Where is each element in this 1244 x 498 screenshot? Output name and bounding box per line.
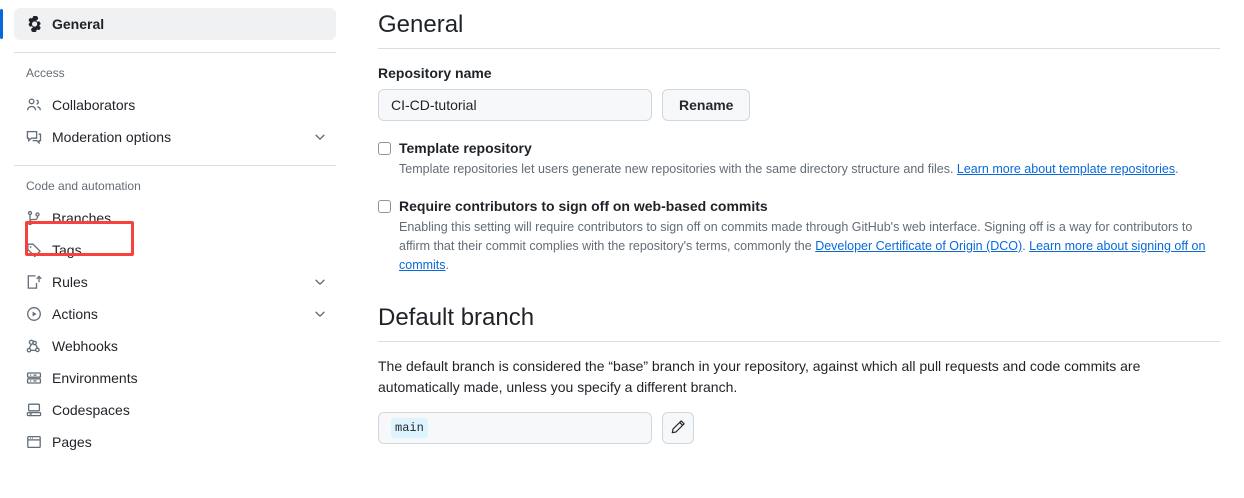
signoff-checkbox[interactable] [378,200,391,213]
template-repository-description-tail: . [1175,162,1179,176]
play-circle-icon [26,306,42,322]
server-icon [26,370,42,386]
sidebar-item-label: Codespaces [52,402,130,418]
sidebar-item-label: Branches [52,210,112,226]
edit-default-branch-button[interactable] [662,412,694,444]
webhook-icon [26,338,42,354]
signoff-description-part1: Enabling this setting will require contr… [399,220,1193,253]
page-title: General [378,11,464,38]
template-repository-description: Template repositories let users generate… [399,160,1220,179]
repository-name-row: Rename [378,89,1220,121]
signoff-description-part2: . [1022,239,1030,253]
default-branch-title: Default branch [378,304,535,331]
repository-name-input[interactable] [378,89,652,121]
sidebar-item-branches[interactable]: Branches [14,202,336,234]
template-repository-description-text: Template repositories let users generate… [399,162,957,176]
signoff-setting: Require contributors to sign off on web-… [378,196,1220,275]
sidebar-item-label: Pages [52,434,92,450]
sidebar-item-label: General [52,16,105,32]
sidebar-divider-1 [14,52,336,53]
chevron-down-icon[interactable] [312,129,328,145]
signoff-description: Enabling this setting will require contr… [399,218,1220,275]
default-branch-name: main [391,418,428,438]
sidebar-item-actions[interactable]: Actions [14,298,336,330]
settings-sidebar: General Access Collaborators Moderation … [0,0,352,498]
learn-more-template-repositories-link[interactable]: Learn more about template repositories [956,162,1176,176]
template-repository-checkbox[interactable] [378,142,391,155]
sidebar-item-label: Environments [52,370,138,386]
people-icon [26,97,42,113]
browser-icon [26,434,42,450]
sidebar-divider-2 [14,165,336,166]
default-branch-divider [378,341,1220,342]
sidebar-item-label: Rules [52,274,88,290]
dco-link[interactable]: Developer Certificate of Origin (DCO) [815,239,1023,253]
title-divider [378,48,1220,49]
signoff-label: Require contributors to sign off on web-… [399,198,768,214]
sidebar-item-label: Collaborators [52,97,136,113]
sidebar-heading-code-and-automation: Code and automation [26,179,141,193]
default-branch-row: main [378,412,1220,444]
sidebar-item-pages[interactable]: Pages [14,426,336,458]
gear-icon [26,16,42,32]
sidebar-item-label: Tags [52,242,82,258]
sidebar-item-webhooks[interactable]: Webhooks [14,330,336,362]
chevron-down-icon[interactable] [312,306,328,322]
tag-icon [26,242,42,258]
sidebar-item-tags[interactable]: Tags [14,234,336,266]
comment-discussion-icon [26,129,42,145]
learn-more-signing-off-link[interactable]: Learn more about signing off on commits [399,239,1206,272]
template-repository-setting: Template repository Template repositorie… [378,138,1220,179]
sidebar-item-label: Webhooks [52,338,118,354]
sidebar-item-moderation-options[interactable]: Moderation options [14,121,336,153]
sidebar-item-general[interactable]: General [0,8,336,40]
default-branch-field: main [378,412,652,444]
settings-main-content: General Repository name Rename Template … [352,0,1244,498]
sidebar-item-rules[interactable]: Rules [14,266,336,298]
sidebar-item-codespaces[interactable]: Codespaces [14,394,336,426]
chevron-down-icon[interactable] [312,274,328,290]
sidebar-item-label: Actions [52,306,98,322]
git-branch-icon [26,210,42,226]
default-branch-description: The default branch is considered the “ba… [378,358,1141,395]
pencil-icon [670,419,686,438]
rules-icon [26,274,42,290]
sidebar-item-collaborators[interactable]: Collaborators [14,89,336,121]
repository-name-label: Repository name [378,65,492,81]
sidebar-heading-access: Access [26,66,65,80]
signoff-description-part3: . [445,258,450,272]
sidebar-item-label: Moderation options [52,129,172,145]
codespaces-icon [26,402,42,418]
active-indicator-bar [0,9,3,39]
rename-button[interactable]: Rename [662,89,751,121]
sidebar-item-environments[interactable]: Environments [14,362,336,394]
template-repository-label: Template repository [399,140,532,156]
